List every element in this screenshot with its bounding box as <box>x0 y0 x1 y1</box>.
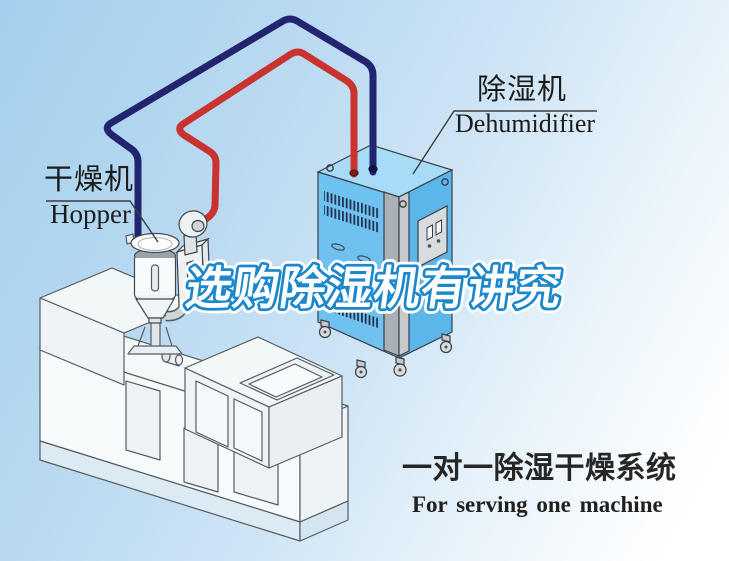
caption-zh: 一对一除湿干燥系统 <box>402 452 677 485</box>
dehumidifier-label-pointer <box>412 110 597 175</box>
hopper-sight-glass <box>150 264 160 292</box>
hopper-illustration <box>125 232 180 324</box>
hopper-lid <box>130 232 180 254</box>
extruder-illustration <box>39 267 349 542</box>
dehumidifier-corner-pillar-side <box>398 191 410 357</box>
hot-air-pipe <box>176 48 358 227</box>
hopper-cone <box>134 298 176 319</box>
panel-button <box>436 239 441 243</box>
pipe-connector <box>368 165 378 173</box>
dehumidifier-illustration <box>316 144 454 379</box>
air-pipes <box>103 15 378 248</box>
lifting-eyebolts <box>326 164 449 208</box>
base-skirt <box>299 500 349 542</box>
vent-slot <box>331 243 345 251</box>
dryer-label-en: Hopper <box>50 199 131 229</box>
hopper-neck <box>148 317 162 324</box>
dehumidifier-label-zh: 除湿机 <box>477 74 568 106</box>
blower-fan-inlet <box>191 219 205 233</box>
vent-grilles <box>324 191 380 328</box>
blower-illustration <box>165 210 211 322</box>
door-panel <box>125 380 161 461</box>
panel-button <box>427 244 432 248</box>
headline: 选购除湿机有讲究 选购除湿机有讲究 <box>177 257 571 320</box>
dryer-label-pointer <box>46 200 159 243</box>
headline-text: 选购除湿机有讲究 <box>183 262 566 314</box>
hopper-stand <box>127 321 183 355</box>
dehumidifier-label-en: Dehumidifier <box>455 109 596 138</box>
caster-wheels <box>318 319 453 379</box>
caption-block: 一对一除湿干燥系统 For serving one machine <box>402 452 677 517</box>
control-panel <box>417 205 448 268</box>
clamp-unit-side <box>268 375 343 469</box>
caption-en: For serving one machine <box>412 492 663 517</box>
clamp-door <box>195 380 229 448</box>
dryer-label: 干燥机 Hopper <box>44 166 134 228</box>
headline-halo: 选购除湿机有讲究 <box>183 262 566 314</box>
feed-tower-front <box>39 297 125 386</box>
dehumidifier-label: 除湿机 Dehumidifier <box>455 76 595 137</box>
clamp-top-frame-inner <box>248 363 323 398</box>
vent-slot <box>357 255 371 263</box>
label-pointers <box>46 110 597 243</box>
clamp-door <box>233 398 263 462</box>
dryer-label-zh: 干燥机 <box>44 164 135 196</box>
pipe-connector <box>349 169 359 177</box>
return-air-pipe <box>103 15 377 248</box>
blower-duct <box>165 301 189 320</box>
blower-box-slot <box>186 260 195 289</box>
